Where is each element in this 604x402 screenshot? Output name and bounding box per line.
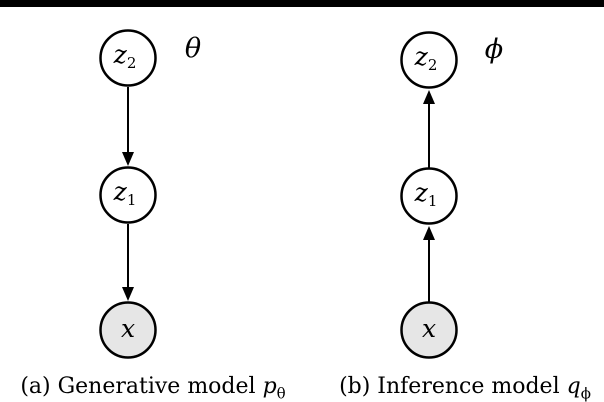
node-label-x-a: x [121, 314, 135, 343]
observed-node-x-a [99, 301, 157, 359]
node-label-z2-b: z2 [414, 42, 438, 74]
node-label-z1-a: z1 [113, 177, 137, 209]
caption-b-text: (b) Inference model [339, 374, 567, 399]
node-label-z1-b: z1 [414, 178, 438, 210]
inference-model-diagram: z2 ϕ z1 x [400, 31, 503, 359]
param-label-theta: θ [185, 33, 201, 64]
generative-model-diagram: z2 θ z1 x [99, 29, 201, 359]
caption-generative-model: (a) Generative model pθ [0, 374, 306, 402]
latent-node-z2-a [99, 29, 157, 87]
observed-node-x-b [400, 301, 458, 359]
caption-a-var: p [262, 374, 277, 399]
caption-a-text: (a) Generative model [20, 374, 263, 399]
arrowhead-up-icon [423, 90, 435, 104]
param-label-phi: ϕ [485, 34, 503, 65]
caption-b-var-sub: ϕ [580, 384, 591, 402]
latent-node-z2-b [400, 31, 458, 89]
latent-node-z1-a [99, 166, 157, 224]
top-black-bar [0, 0, 604, 7]
latent-node-z1-b [400, 167, 458, 225]
caption-a-var-sub: θ [276, 384, 286, 402]
node-label-z2-a: z2 [113, 40, 137, 72]
caption-b-var: q [566, 374, 581, 399]
arrowhead-down-icon [122, 287, 134, 301]
arrowhead-down-icon [122, 152, 134, 166]
node-label-x-b: x [422, 314, 436, 343]
caption-inference-model: (b) Inference model qϕ [320, 374, 604, 402]
arrowhead-up-icon [423, 226, 435, 240]
